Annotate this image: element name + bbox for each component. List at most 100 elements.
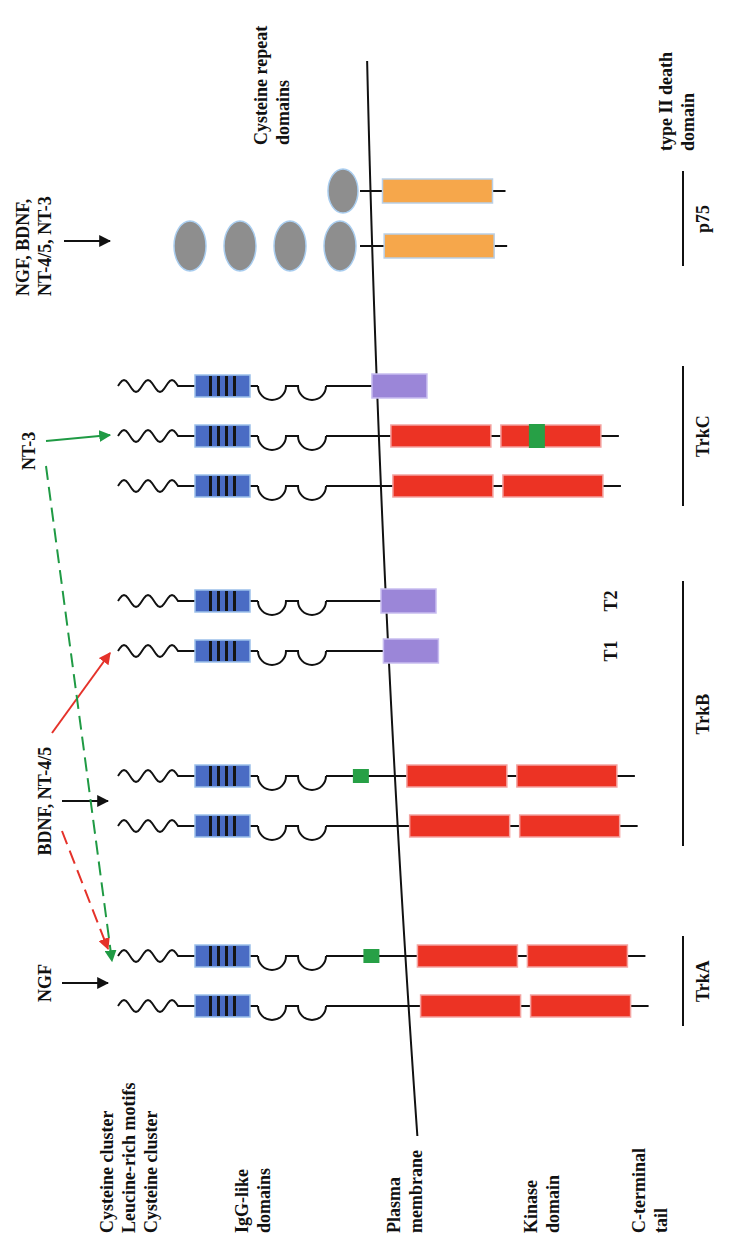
leucine-rich-stripe xyxy=(233,766,236,786)
ligand-label: NGF xyxy=(34,964,56,1002)
kinase-domain xyxy=(501,425,601,447)
leucine-rich-stripe xyxy=(233,591,236,611)
leucine-rich-stripe xyxy=(209,996,212,1016)
leucine-rich-stripe xyxy=(225,766,228,786)
receptor-stem xyxy=(326,385,372,387)
leucine-rich-stripe xyxy=(209,816,212,836)
leucine-rich-box xyxy=(195,590,250,612)
igg-like-loops xyxy=(258,826,326,840)
domain-label: Cysteine cluster xyxy=(96,1111,118,1233)
domain-label: IgG-like domains xyxy=(231,1133,275,1233)
leucine-rich-box xyxy=(195,995,250,1017)
leucine-rich-stripe xyxy=(217,376,220,396)
receptor-label: p75 xyxy=(692,205,714,233)
leucine-rich-stripe xyxy=(233,816,236,836)
leucine-rich-box xyxy=(195,375,250,397)
leucine-rich-box xyxy=(195,945,250,967)
trk-receptor-isoform xyxy=(118,995,649,1020)
receptor-stem xyxy=(250,825,258,827)
dashed-ligand-arrow xyxy=(62,831,108,949)
leucine-rich-stripe xyxy=(233,996,236,1016)
leucine-rich-stripe xyxy=(209,766,212,786)
leucine-rich-stripe xyxy=(217,426,220,446)
leucine-rich-stripe xyxy=(225,376,228,396)
signal-peptide-wave xyxy=(118,645,195,657)
ligand-label: NGF, BDNF, NT-4/5, NT-3 xyxy=(12,171,56,296)
trk-receptor-isoform xyxy=(118,589,436,615)
isoform-label: T1 xyxy=(600,640,622,661)
kinase-domain xyxy=(503,475,603,497)
receptor-label: TrkB xyxy=(692,694,714,735)
receptor-stem xyxy=(250,385,258,387)
receptor-stem xyxy=(250,600,258,602)
leucine-rich-box xyxy=(195,815,250,837)
dashed-ligand-arrow xyxy=(46,466,112,961)
domain-label: C-terminal tail xyxy=(628,1133,672,1233)
ligand-arrow xyxy=(62,982,108,984)
leucine-rich-stripe xyxy=(209,946,212,966)
leucine-rich-stripe xyxy=(217,996,220,1016)
kinase-domain xyxy=(393,475,493,497)
trk-receptor-isoform xyxy=(118,374,427,400)
receptor-label: TrkC xyxy=(692,415,714,457)
leucine-rich-stripe xyxy=(217,946,220,966)
signal-peptide-wave xyxy=(118,595,195,607)
kinase-domain xyxy=(517,765,617,787)
igg-like-loops xyxy=(258,776,326,790)
kinase-domain xyxy=(407,765,507,787)
cysteine-repeat-domain xyxy=(324,221,356,271)
igg-like-loops xyxy=(258,651,326,665)
receptor-stem xyxy=(326,650,383,652)
domain-label: Cysteine cluster xyxy=(140,1111,162,1233)
signal-peptide-wave xyxy=(118,480,195,492)
receptor-stem xyxy=(250,435,258,437)
cysteine-repeat-domain xyxy=(174,221,206,271)
leucine-rich-stripe xyxy=(209,591,212,611)
cysteine-repeat-domain xyxy=(224,221,256,271)
leucine-rich-stripe xyxy=(225,476,228,496)
igg-like-loops xyxy=(258,601,326,615)
insert-segment xyxy=(363,949,379,963)
receptor-stem xyxy=(250,775,258,777)
leucine-rich-stripe xyxy=(217,641,220,661)
death-domain xyxy=(383,179,493,203)
leucine-rich-stripe xyxy=(225,641,228,661)
ligand-label: NT-3 xyxy=(18,432,40,470)
signal-peptide-wave xyxy=(118,770,195,782)
signal-peptide-wave xyxy=(118,820,195,832)
leucine-rich-stripe xyxy=(209,376,212,396)
leucine-rich-stripe xyxy=(233,476,236,496)
leucine-rich-stripe xyxy=(233,426,236,446)
domain-label: Plasma membrane xyxy=(383,1133,427,1233)
insert-segment xyxy=(353,769,369,783)
ligand-label: BDNF, NT-4/5 xyxy=(34,747,56,856)
leucine-rich-stripe xyxy=(225,816,228,836)
trk-receptor-isoform xyxy=(118,765,635,790)
leucine-rich-stripe xyxy=(209,476,212,496)
kinase-domain xyxy=(520,815,620,837)
leucine-rich-stripe xyxy=(209,641,212,661)
leucine-rich-stripe xyxy=(225,426,228,446)
ligand-arrow xyxy=(46,435,110,441)
leucine-rich-stripe xyxy=(233,946,236,966)
insert-segment xyxy=(529,424,545,448)
signal-peptide-wave xyxy=(118,1000,195,1012)
igg-like-loops xyxy=(258,956,326,970)
truncated-tail xyxy=(372,374,427,398)
cysteine-repeat-domain xyxy=(274,221,306,271)
domain-label: Leucine-rich motifs xyxy=(118,1083,140,1233)
isoform-label: T2 xyxy=(600,590,622,611)
receptor-label: TrkA xyxy=(692,960,714,1002)
igg-like-loops xyxy=(258,386,326,400)
leucine-rich-stripe xyxy=(209,426,212,446)
domain-label: type II death domain xyxy=(655,21,699,151)
receptor-stem xyxy=(250,955,258,957)
leucine-rich-stripe xyxy=(217,766,220,786)
trk-receptor-isoform xyxy=(118,945,645,970)
p75-receptor-isoform xyxy=(174,221,507,271)
kinase-domain xyxy=(391,425,491,447)
domain-label: Kinase domain xyxy=(520,1133,564,1233)
trk-receptor-isoform xyxy=(118,639,438,665)
igg-like-loops xyxy=(258,486,326,500)
